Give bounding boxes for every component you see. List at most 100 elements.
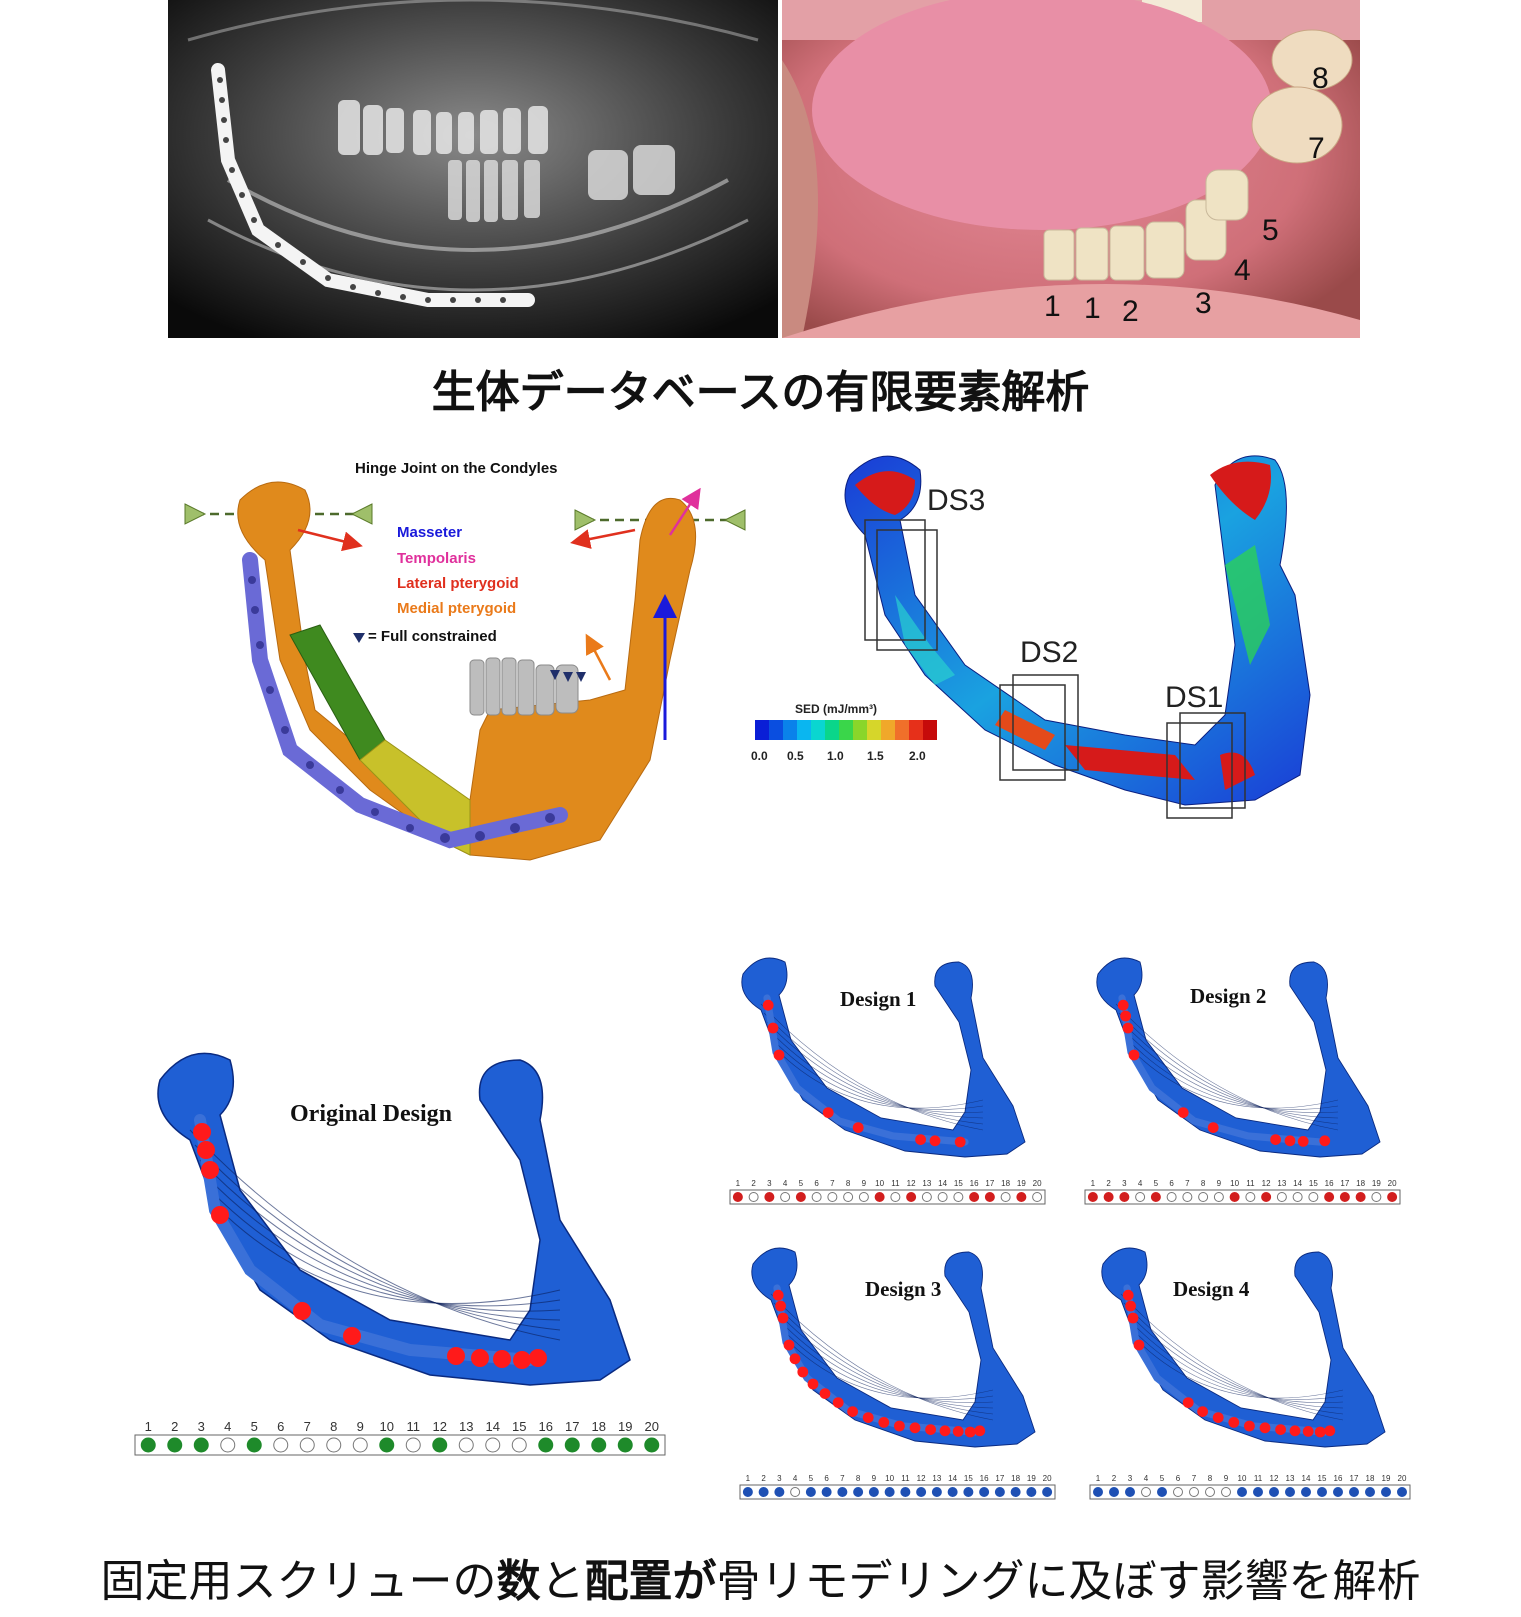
sed-contour-map: DS3 DS2 DS1 SED (mJ/mm³) 0.0 0.5 1.0 1.5… [751, 445, 1355, 865]
tooth-number: 8 [1312, 62, 1329, 95]
mesh-line [204, 1174, 561, 1312]
screw-marker [1207, 1122, 1219, 1133]
screw-index: 7 [304, 1419, 311, 1434]
screw-marker [1212, 1412, 1224, 1423]
screw-marker [1297, 1136, 1309, 1147]
screw-slot [827, 1192, 838, 1202]
sed-scale-title: SED (mJ/mm³) [795, 702, 877, 716]
screw-index: 10 [1238, 1474, 1247, 1483]
screw-slot [1365, 1487, 1375, 1497]
screw-marker [1128, 1049, 1140, 1061]
screw-slot [1324, 1192, 1335, 1202]
screw-slot [1182, 1192, 1193, 1202]
tooth-number: 4 [1234, 254, 1251, 287]
screw-marker [471, 1349, 489, 1367]
screw-slot [931, 1487, 942, 1497]
screw-slot [1237, 1487, 1247, 1497]
screw-marker [773, 1049, 785, 1061]
mesh-line [1127, 1039, 1339, 1110]
screw-index: 19 [1382, 1474, 1391, 1483]
screw-index: 20 [645, 1419, 659, 1434]
screw-index: 7 [840, 1474, 845, 1483]
screw-marker [529, 1349, 547, 1367]
screw-marker [797, 1366, 809, 1378]
screw-slot [805, 1487, 816, 1497]
screw-index: 3 [1128, 1474, 1133, 1483]
screw-slot [1285, 1487, 1295, 1497]
mesh-line [209, 1189, 561, 1307]
constraint-label: = Full constrained [368, 628, 497, 645]
mesh-line [1129, 1320, 1344, 1403]
tooth-number: 3 [1195, 287, 1212, 320]
screw-index: 17 [985, 1179, 994, 1188]
screw-marker [952, 1426, 964, 1437]
screw-slot [1150, 1192, 1161, 1202]
screw-slot [140, 1437, 156, 1453]
screw-index: 6 [824, 1474, 829, 1483]
mesh-line [194, 1144, 561, 1331]
screw-slot [246, 1437, 262, 1453]
screw-marker [1284, 1135, 1296, 1147]
screw-slot [1371, 1192, 1382, 1202]
screw-marker [1244, 1420, 1255, 1432]
screw-index: 3 [767, 1179, 772, 1188]
screw-index: 8 [330, 1419, 337, 1434]
screw-slot [273, 1437, 289, 1453]
screw-marker [193, 1123, 211, 1141]
screw-index: 14 [938, 1179, 947, 1188]
screw-slot [884, 1487, 895, 1497]
legend-masseter: Masseter [397, 524, 463, 541]
plate [763, 994, 969, 1146]
screw-slot [1355, 1192, 1366, 1202]
screw-slot [1135, 1192, 1146, 1202]
screw-marker [1120, 1010, 1131, 1022]
screw-index: 2 [1106, 1179, 1111, 1188]
screw-index: 4 [793, 1474, 798, 1483]
screw-index: 16 [1334, 1474, 1343, 1483]
screw-slot [732, 1192, 743, 1202]
screw-marker [939, 1425, 951, 1437]
screw-index: 4 [783, 1179, 788, 1188]
screw-slot [1381, 1487, 1391, 1497]
screw-index: 17 [565, 1419, 579, 1434]
screw-index: 11 [891, 1179, 900, 1188]
screw-index: 2 [1112, 1474, 1117, 1483]
screw-slot [843, 1192, 854, 1202]
screw-slot [1103, 1192, 1114, 1202]
screw-marker [343, 1327, 361, 1345]
screw-slot [921, 1192, 932, 1202]
screw-index: 1 [746, 1474, 751, 1483]
screw-index: 5 [251, 1419, 258, 1434]
screw-index: 1 [736, 1179, 741, 1188]
tooth-number: 1 [1044, 290, 1061, 323]
mesh-line [776, 1311, 994, 1409]
mesh-line [760, 1003, 984, 1131]
mesh-line [1130, 1048, 1339, 1109]
design-title: Design 4 [1173, 1277, 1250, 1301]
screw-index: 11 [901, 1474, 910, 1483]
screw-marker [1127, 1312, 1139, 1324]
mesh-line [772, 1039, 984, 1110]
caption-part2: と [540, 1556, 585, 1607]
screw-slot [994, 1487, 1005, 1497]
screw-index: 15 [954, 1179, 963, 1188]
screw-slot [405, 1437, 421, 1453]
hinge-joint-label: Hinge Joint on the Condyles [355, 460, 558, 477]
screw-marker [201, 1161, 219, 1179]
screw-index: 17 [995, 1474, 1004, 1483]
screw-slot [858, 1192, 869, 1202]
screw-marker [777, 1312, 789, 1324]
screw-slot [1205, 1487, 1215, 1497]
screw-index: 16 [1325, 1179, 1334, 1188]
screw-slot [1387, 1192, 1398, 1202]
screw-index: 13 [932, 1474, 941, 1483]
mandible-shape [237, 481, 697, 861]
legend-medial-pterygoid: Medial pterygoid [397, 600, 517, 617]
screw-slot [379, 1437, 395, 1453]
screw-slot [1087, 1192, 1098, 1202]
screw-index: 7 [1192, 1474, 1197, 1483]
scale-tick: 0.5 [787, 749, 804, 763]
mesh-line [1135, 1338, 1344, 1399]
screw-slot [890, 1192, 901, 1202]
